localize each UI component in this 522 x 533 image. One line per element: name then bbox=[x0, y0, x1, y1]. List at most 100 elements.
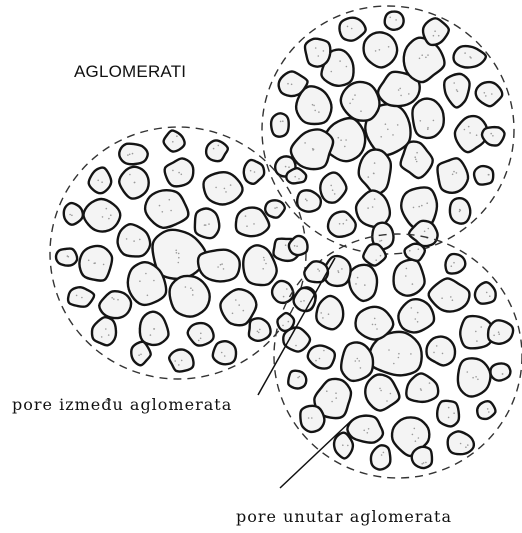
agglomerate-bottom-speckle bbox=[498, 333, 500, 335]
agglomerate-left-speckle bbox=[129, 154, 131, 156]
agglomerate-top-speckle bbox=[388, 46, 390, 48]
agglomerate-top-speckle bbox=[318, 111, 320, 113]
agglomerate-bottom-speckle bbox=[420, 388, 422, 390]
agglomerate-bottom-speckle bbox=[363, 430, 365, 432]
agglomerate-left-speckle bbox=[232, 313, 234, 315]
agglomerate-top-speckle bbox=[339, 60, 341, 62]
agglomerate-left-speckle bbox=[205, 224, 207, 226]
agglomerate-bottom-speckle bbox=[364, 284, 366, 286]
agglomerate-left-speckle bbox=[190, 287, 192, 289]
agglomerate-top-grain-29 bbox=[385, 12, 404, 30]
agglomerate-bottom-speckle bbox=[489, 295, 491, 297]
agglomerate-left-grain-30 bbox=[213, 341, 236, 364]
agglomerate-top-speckle bbox=[433, 120, 435, 122]
agglomerate-bottom-speckle bbox=[417, 312, 419, 314]
agglomerate-top-speckle bbox=[282, 120, 284, 122]
agglomerate-left-speckle bbox=[153, 328, 155, 330]
bridge-grain-1 bbox=[304, 261, 328, 282]
agglomerate-top-speckle bbox=[492, 135, 494, 137]
agglomerate-left-speckle bbox=[132, 153, 134, 155]
agglomerate-left-grain-28 bbox=[272, 281, 293, 303]
agglomerate-left-speckle bbox=[264, 259, 266, 261]
agglomerate-bottom-speckle bbox=[410, 353, 412, 355]
agglomerate-left-speckle bbox=[88, 260, 90, 262]
agglomerate-bottom-speckle bbox=[311, 417, 313, 419]
agglomerate-bottom-grain-20 bbox=[300, 406, 324, 432]
agglomerate-left-speckle bbox=[175, 250, 177, 252]
agglomerate-left-speckle bbox=[178, 262, 180, 264]
bridge-speckle bbox=[294, 245, 296, 247]
agglomerate-bottom-speckle bbox=[308, 417, 310, 419]
agglomerate-bottom-speckle bbox=[388, 349, 390, 351]
agglomerate-left-speckle bbox=[223, 268, 225, 270]
agglomerate-top-speckle bbox=[456, 89, 458, 91]
agglomerate-left-speckle bbox=[108, 218, 110, 220]
agglomerate-left-speckle bbox=[221, 263, 223, 265]
agglomerate-top-speckle bbox=[389, 17, 391, 19]
agglomerate-left-speckle bbox=[176, 135, 178, 137]
agglomerate-left-speckle bbox=[263, 257, 265, 259]
agglomerate-top-speckle bbox=[452, 174, 454, 176]
agglomerate-bottom-grain-4 bbox=[426, 337, 455, 366]
agglomerate-bottom-grain-6 bbox=[365, 374, 399, 410]
agglomerate-left-speckle bbox=[172, 141, 174, 143]
agglomerate-bottom-speckle bbox=[342, 444, 344, 446]
agglomerate-top-speckle bbox=[398, 89, 400, 91]
agglomerate-top-speckle bbox=[304, 142, 306, 144]
agglomerate-bottom-grain-2 bbox=[356, 307, 394, 340]
agglomerate-top-grain-4 bbox=[412, 99, 443, 138]
agglomerate-left-grain-13 bbox=[243, 245, 276, 285]
agglomerate-bottom-speckle bbox=[379, 388, 381, 390]
agglomerate-left-speckle bbox=[153, 280, 155, 282]
agglomerate-top-speckle bbox=[433, 35, 435, 37]
agglomerate-left-speckle bbox=[208, 223, 210, 225]
agglomerate-bottom-speckle bbox=[375, 259, 377, 261]
agglomerate-top-grain-27 bbox=[305, 39, 330, 67]
agglomerate-top-speckle bbox=[470, 57, 472, 59]
agglomerate-top-speckle bbox=[426, 202, 428, 204]
agglomerate-left-speckle bbox=[181, 360, 183, 362]
agglomerate-bottom-speckle bbox=[486, 292, 488, 294]
agglomerate-bottom-speckle bbox=[376, 328, 378, 330]
agglomerate-left-speckle bbox=[225, 191, 227, 193]
agglomerate-bottom-speckle bbox=[418, 437, 420, 439]
agglomerate-left-speckle bbox=[176, 252, 178, 254]
agglomerate-left-speckle bbox=[192, 294, 194, 296]
agglomerate-left-speckle bbox=[254, 171, 256, 173]
agglomerate-top-speckle bbox=[434, 30, 436, 32]
agglomerate-bottom-speckle bbox=[448, 417, 450, 419]
agglomerate-bottom-speckle bbox=[453, 262, 455, 264]
agglomerate-left-speckle bbox=[221, 352, 223, 354]
agglomerate-bottom-speckle bbox=[480, 326, 482, 328]
agglomerate-top-speckle bbox=[397, 124, 399, 126]
agglomerate-top-speckle bbox=[280, 121, 282, 123]
agglomerate-left-speckle bbox=[134, 182, 136, 184]
agglomerate-top-speckle bbox=[419, 58, 421, 60]
agglomerate-top-speckle bbox=[418, 206, 420, 208]
agglomerate-left-speckle bbox=[106, 208, 108, 210]
agglomerate-left-speckle bbox=[215, 187, 217, 189]
bridge-speckle bbox=[300, 301, 302, 303]
agglomerate-top-speckle bbox=[485, 95, 487, 97]
agglomerate-bottom-grain-21 bbox=[288, 371, 306, 389]
agglomerate-bottom-speckle bbox=[476, 340, 478, 342]
agglomerate-left-grain-15 bbox=[188, 323, 214, 345]
agglomerate-top-speckle bbox=[453, 82, 455, 84]
title-label: AGLOMERATI bbox=[74, 62, 186, 82]
agglomerate-top-speckle bbox=[372, 206, 374, 208]
agglomerate-bottom-speckle bbox=[417, 321, 419, 323]
agglomerate-top-speckle bbox=[340, 139, 342, 141]
agglomerate-left-speckle bbox=[170, 210, 172, 212]
agglomerate-left-speckle bbox=[113, 298, 115, 300]
agglomerate-bottom-speckle bbox=[393, 363, 395, 365]
agglomerate-bottom-speckle bbox=[475, 331, 477, 333]
agglomerate-bottom-speckle bbox=[337, 270, 339, 272]
agglomerate-top-grain-32 bbox=[476, 82, 502, 106]
agglomerate-top-speckle bbox=[416, 161, 418, 163]
agglomerate-left-speckle bbox=[140, 354, 142, 356]
agglomerate-top-speckle bbox=[344, 146, 346, 148]
agglomerate-left-speckle bbox=[245, 215, 247, 217]
agglomerate-left-grain-21 bbox=[89, 168, 112, 194]
agglomerate-top-speckle bbox=[374, 198, 376, 200]
